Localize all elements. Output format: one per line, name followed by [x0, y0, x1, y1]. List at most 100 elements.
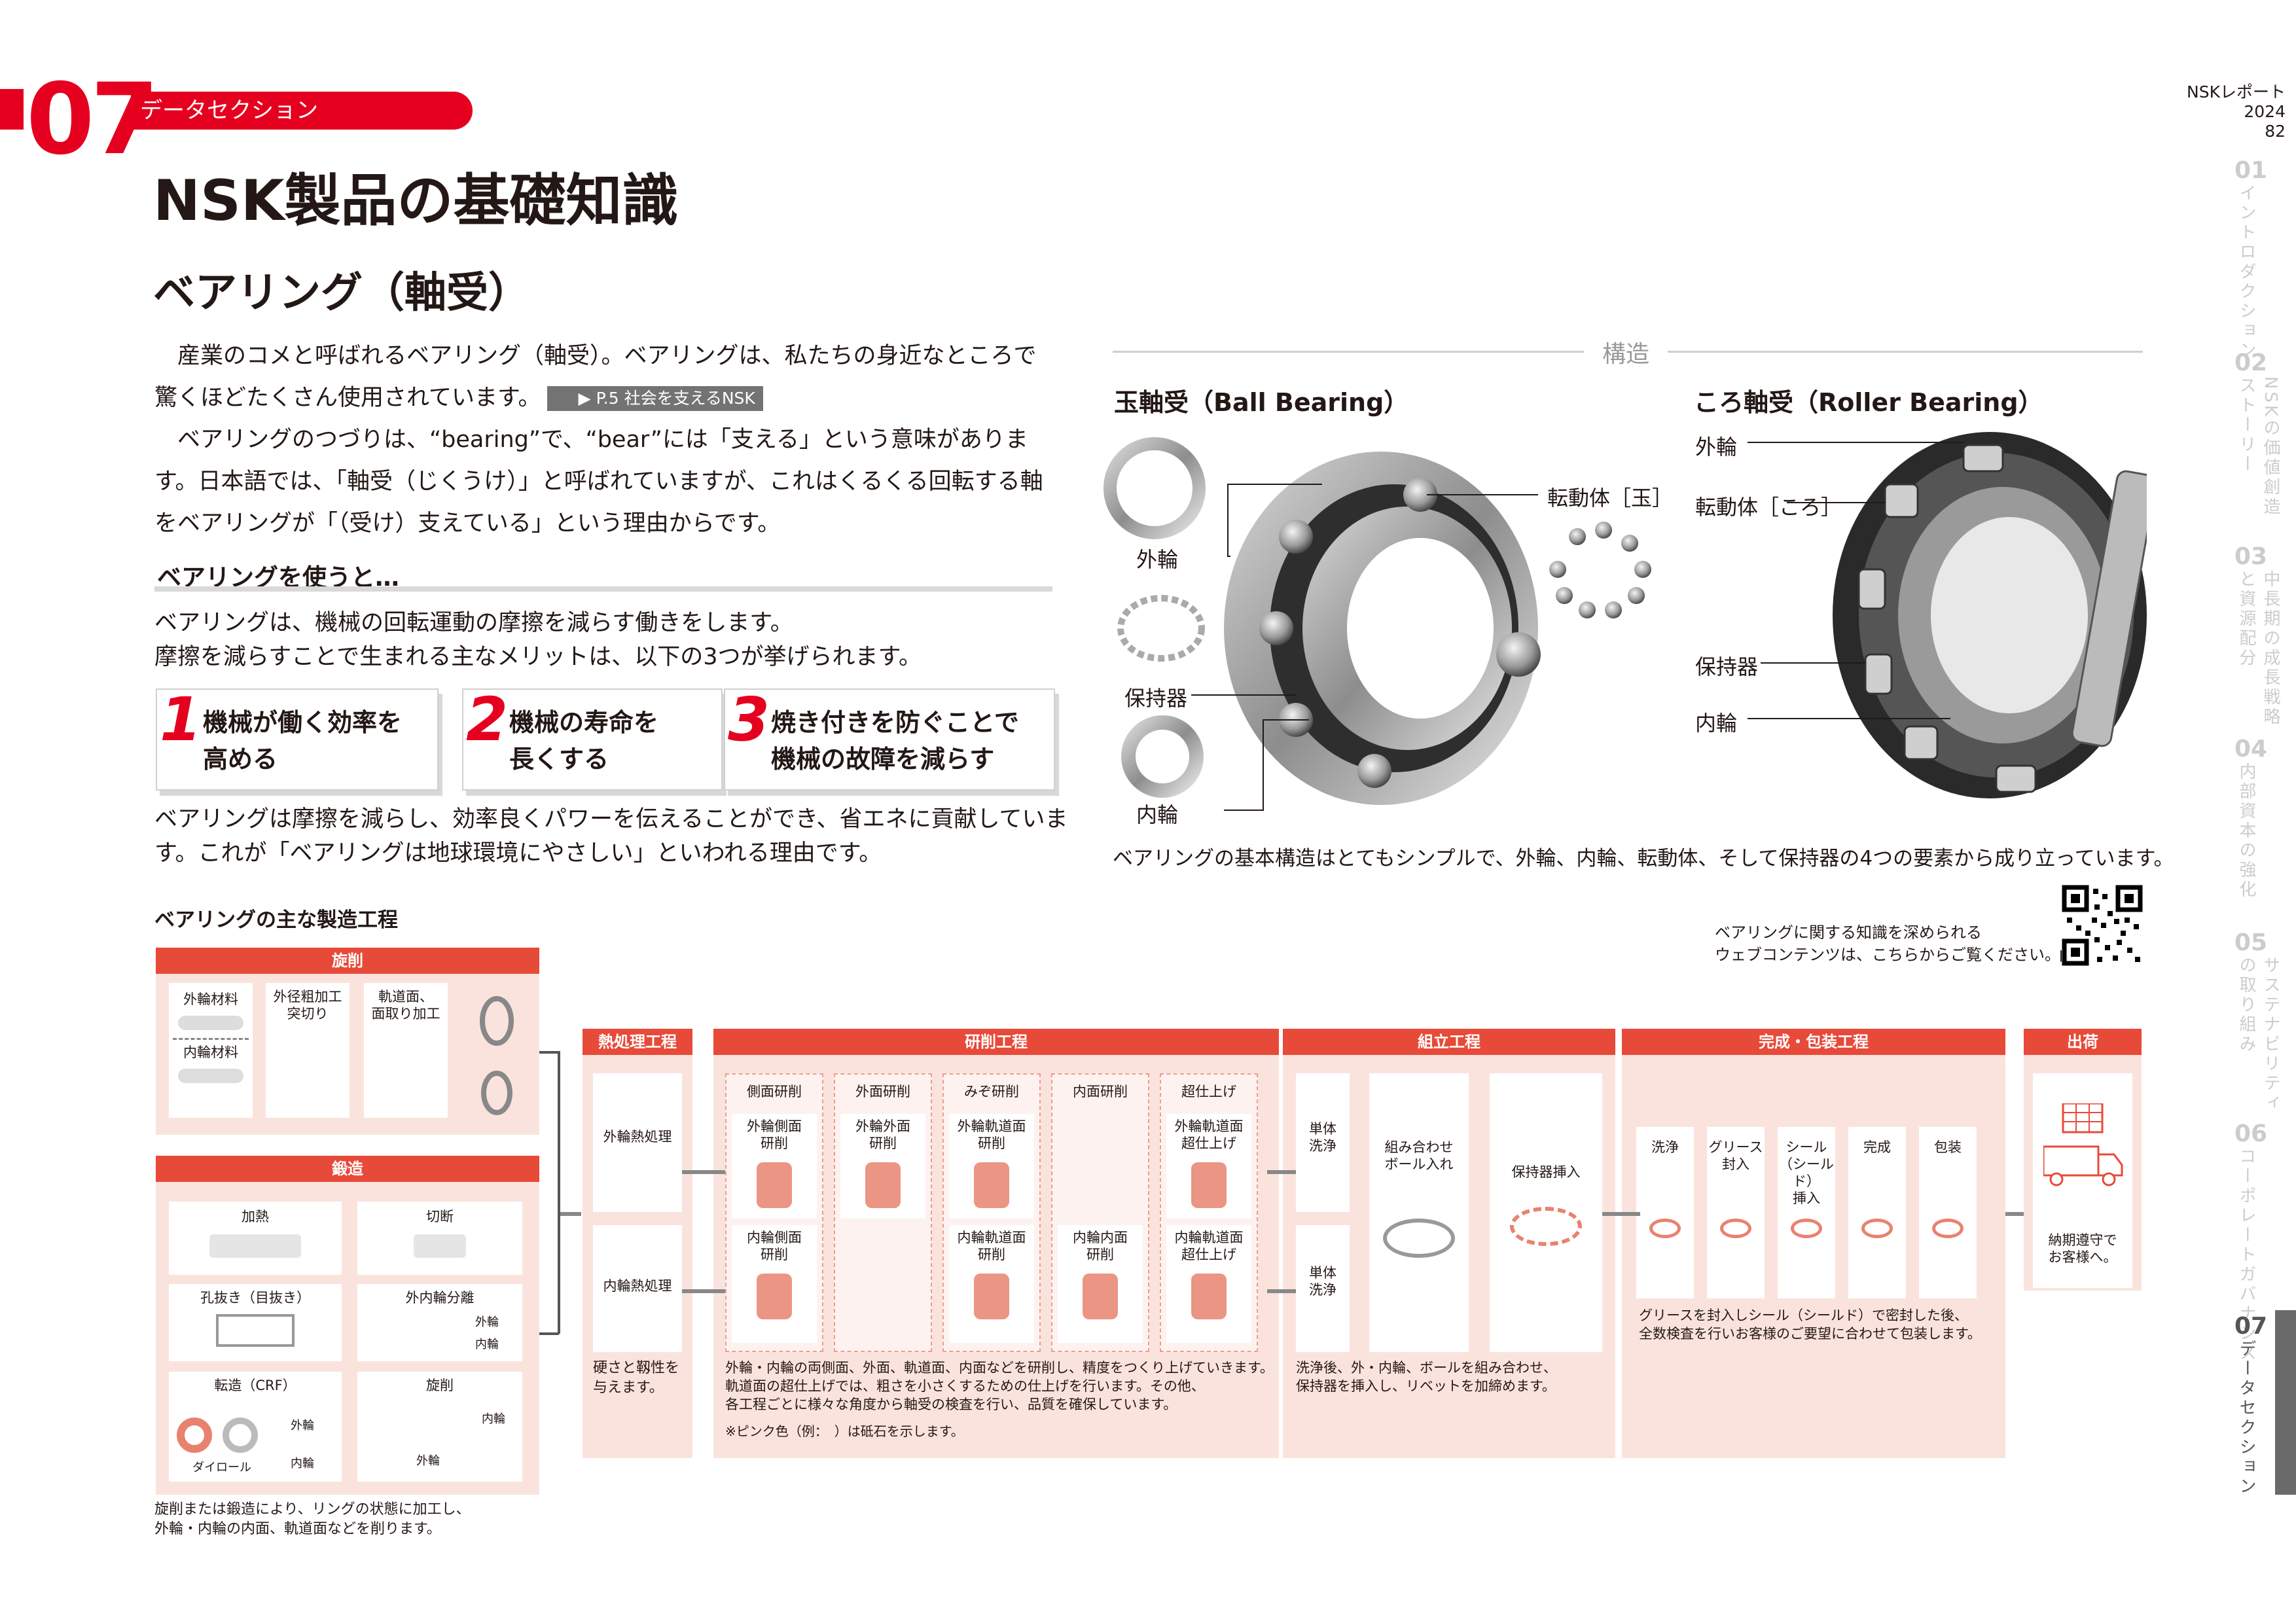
assembly-head: 組立工程 [1283, 1029, 1615, 1055]
ship-cell: 納期遵守で お客様へ。 [2033, 1073, 2132, 1288]
inner-ring-part [1121, 715, 1204, 798]
cage-part [1117, 595, 1205, 662]
merit-text: 焼き付きを防ぐことで [771, 708, 1019, 737]
merit-card-2: 2 機械の寿命を長くする [462, 688, 723, 791]
structure-rule-right [1668, 351, 2143, 353]
grind-column: 超仕上げ外輪軌道面 超仕上げ内輪軌道面 超仕上げ [1160, 1073, 1258, 1352]
sidebar-num: 03 [2234, 543, 2268, 570]
bore [1931, 517, 2088, 713]
bar-icon [178, 1069, 243, 1083]
grind-cell-label: 内輪軌道面 超仕上げ [1174, 1230, 1244, 1262]
grind-cell: 内輪内面 研削 [1058, 1225, 1143, 1343]
finish-head: 完成・包装工程 [1622, 1029, 2005, 1055]
wash-label: 単体 洗浄 [1309, 1121, 1336, 1154]
grind-cell-label: 外輪軌道面 研削 [957, 1118, 1026, 1151]
page-number: 82 [2265, 122, 2286, 141]
grindstone-icon [757, 1274, 792, 1319]
finish-step-label: 包装 [1934, 1139, 1962, 1155]
grind-column-label: 超仕上げ [1181, 1084, 1236, 1099]
wash-label: 単体 洗浄 [1309, 1265, 1336, 1298]
wash-outer-cell: 単体 洗浄 [1296, 1073, 1350, 1212]
merit-text: 機械が働く効率を [203, 708, 403, 737]
sidebar-label: 内部資本の強化 [2236, 762, 2256, 900]
sidebar-active-indicator [2275, 1310, 2296, 1495]
truck-icon [2043, 1103, 2123, 1186]
arrow-icon [682, 1289, 725, 1293]
grind-note: 外輪・内輪の両側面、外面、軌道面、内面などを研削し、精度をつくり上げていきます。… [725, 1360, 1274, 1412]
structure-rule-left [1113, 351, 1584, 353]
roller-label-outer: 外輪 [1695, 435, 1738, 459]
sidebar-num: 02 [2234, 349, 2268, 376]
forging-head: 鍛造 [156, 1156, 539, 1182]
roller-label-inner: 内輪 [1695, 711, 1738, 736]
rough-cut-cell: 外径粗加工 突切り [266, 983, 350, 1118]
arrow-icon [1267, 1289, 1296, 1293]
sidebar-num: 01 [2234, 157, 2268, 184]
arrow-icon [2005, 1212, 2024, 1216]
finish-steps: 洗浄グリース 封入シール （シールド） 挿入完成包装 [1636, 1127, 1990, 1298]
arrow-icon [682, 1170, 725, 1174]
grind-cell: 内輪側面 研削 [732, 1225, 817, 1343]
raceway-cell: 軌道面、 面取り加工 [364, 983, 448, 1118]
left-note: 旋削または鍛造により、リングの状態に加工し、 外輪・内輪の内面、軌道面などを削り… [154, 1501, 471, 1537]
raceway-label: 軌道面、 面取り加工 [371, 989, 440, 1022]
grindstone-icon [757, 1162, 792, 1208]
structure-title: 構造 [1602, 341, 1650, 368]
arrow-icon [560, 1212, 581, 1216]
grindstone-icon [1083, 1274, 1118, 1319]
page-link-tag[interactable]: ▶ P.5 社会を支えるNSK [547, 386, 763, 411]
report-header: NSKレポート 2024 82 [2187, 82, 2286, 141]
grind-cell: 外輪側面 研削 [732, 1114, 817, 1219]
outer-ring-cut [2071, 470, 2147, 747]
rings-icon [480, 996, 514, 1115]
grindstone-icon [974, 1274, 1009, 1319]
bar-icon [178, 1016, 243, 1030]
qr-caption-line: ベアリングに関する知識を深められる [1715, 923, 1982, 942]
sidebar-num: 07 [2234, 1313, 2268, 1340]
die-roll-icon [177, 1418, 212, 1453]
qr-code-icon[interactable] [2062, 885, 2143, 966]
grind-cell-label: 内輪内面 研削 [1073, 1230, 1128, 1262]
grind-column: みぞ研削外輪軌道面 研削内輪軌道面 研削 [942, 1073, 1041, 1352]
cut-cell: 切断 [357, 1202, 522, 1275]
roller-label-cage: 保持器 [1695, 654, 1759, 679]
finish-step-label: 洗浄 [1651, 1139, 1679, 1155]
qr-caption-line: ウェブコンテンツは、こちらからご覧ください。▶ [1715, 946, 2073, 964]
ship-head: 出荷 [2024, 1029, 2142, 1055]
forge-turn-label: 旋削 [426, 1378, 454, 1393]
grind-cell-label: 外輪外面 研削 [855, 1118, 910, 1151]
die-roll-label: ダイロール [192, 1461, 251, 1474]
rollers [1857, 444, 2037, 793]
merit-card-3: 3 焼き付きを防ぐことで機械の故障を減らす [724, 688, 1055, 791]
forge-turn-cell: 旋削 内輪 外輪 [357, 1372, 522, 1482]
grindstone-icon [974, 1162, 1009, 1208]
section-bar [0, 89, 24, 130]
inner-material-label: 内輪材料 [183, 1044, 238, 1060]
grind-column-label: 側面研削 [747, 1084, 802, 1099]
report-name: NSKレポート [2187, 82, 2286, 101]
ball [1259, 611, 1293, 645]
sidebar-num: 06 [2234, 1120, 2268, 1147]
ring-icon [1861, 1219, 1893, 1238]
usage-line-1: ベアリングは、機械の回転運動の摩擦を減らす働きをします。 [154, 610, 793, 636]
cut-label: 切断 [426, 1209, 454, 1224]
ball-large [1496, 632, 1541, 677]
bore [1347, 538, 1494, 719]
intro-paragraph-2: ベアリングのつづりは、“bearing”で、“bear”には「支える」という意味… [154, 427, 1043, 537]
outer-material-label: 外輪材料 [183, 991, 238, 1007]
roller-label-rolling: 転動体［ころ］ [1695, 495, 1842, 520]
grind-column-label: みぞ研削 [964, 1084, 1019, 1099]
section-label: データセクション [131, 92, 473, 130]
inner-heat-label: 内輪熱処理 [603, 1278, 672, 1294]
report-year: 2024 [2244, 102, 2286, 121]
split-label: 外内輪分離 [405, 1290, 475, 1306]
grind-cell: 外輪軌道面 研削 [949, 1114, 1034, 1219]
ring-icon [1649, 1219, 1681, 1238]
